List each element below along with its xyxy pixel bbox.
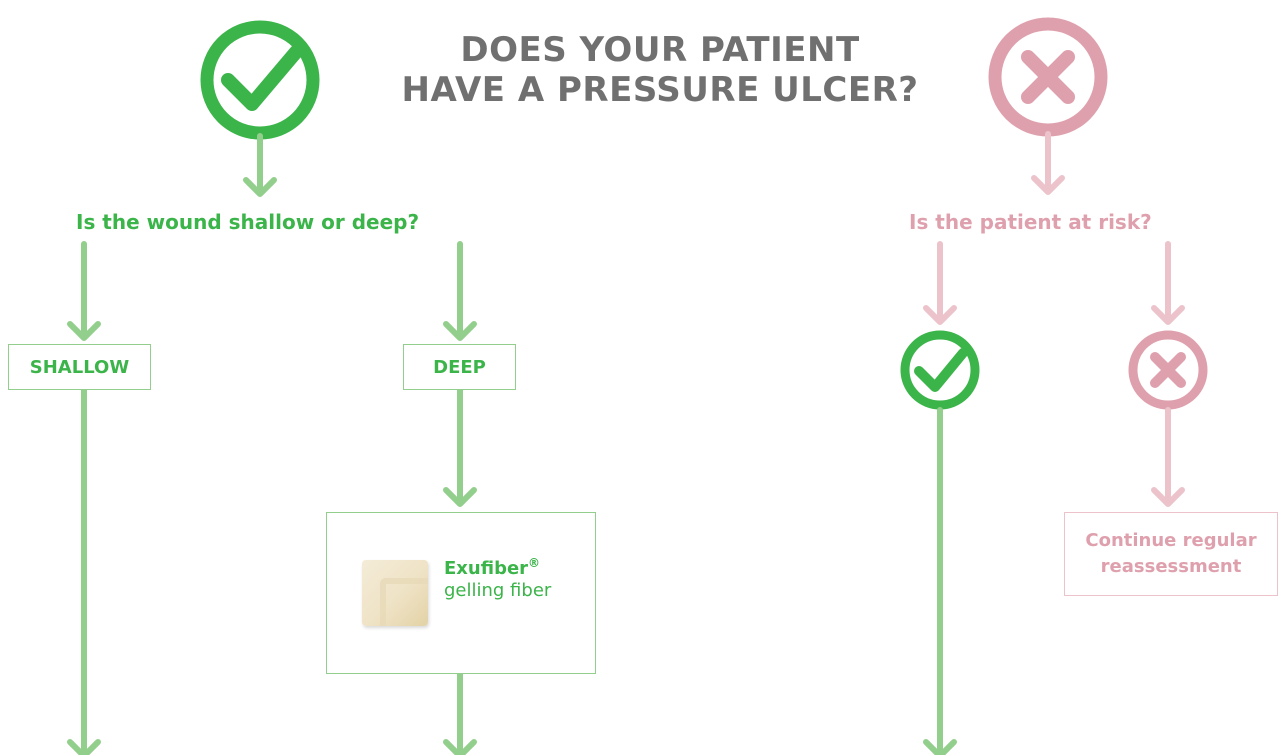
x-circle-icon xyxy=(988,17,1108,137)
deep-box: DEEP xyxy=(403,344,516,390)
arrow-to-deep xyxy=(443,241,477,341)
arrow-no-to-question xyxy=(1031,131,1065,195)
arrow-not-at-risk-to-continue xyxy=(1151,407,1185,507)
at-risk-check-icon xyxy=(900,330,980,410)
arrow-deep-to-product xyxy=(443,387,477,507)
arrow-to-at-risk xyxy=(923,241,957,325)
arrow-yes-to-question xyxy=(243,133,277,197)
arrow-product-down xyxy=(443,671,477,755)
title-line-2: HAVE A PRESSURE ULCER? xyxy=(401,70,919,110)
check-circle-icon xyxy=(200,20,320,140)
registered-mark: ® xyxy=(528,556,541,570)
product-description: gelling fiber xyxy=(444,580,552,601)
wound-depth-question: Is the wound shallow or deep? xyxy=(76,210,420,234)
continue-line-2: reassessment xyxy=(1100,556,1242,577)
arrow-shallow-down xyxy=(67,387,101,755)
not-at-risk-x-icon xyxy=(1128,330,1208,410)
shallow-box: SHALLOW xyxy=(8,344,151,390)
arrow-to-shallow xyxy=(67,241,101,341)
product-name: Exufiber® xyxy=(444,556,540,579)
title-line-1: DOES YOUR PATIENT xyxy=(460,30,860,70)
main-question-title: DOES YOUR PATIENT HAVE A PRESSURE ULCER? xyxy=(340,30,980,110)
risk-question: Is the patient at risk? xyxy=(909,210,1152,234)
exufiber-product-image xyxy=(362,560,428,626)
continue-reassessment-box: Continue regular reassessment xyxy=(1064,512,1278,596)
arrow-to-not-at-risk xyxy=(1151,241,1185,325)
continue-line-1: Continue regular xyxy=(1085,530,1257,551)
arrow-at-risk-down xyxy=(923,407,957,755)
product-name-text: Exufiber xyxy=(444,558,529,579)
